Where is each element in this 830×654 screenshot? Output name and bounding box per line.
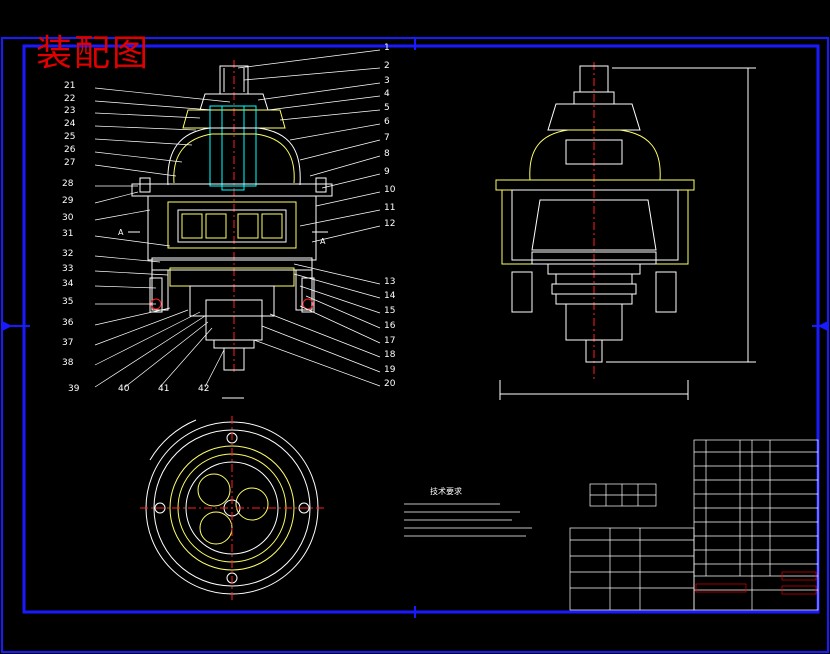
balloon-12: 12 xyxy=(384,219,395,229)
section-label-left: A xyxy=(118,228,124,237)
balloon-21: 21 xyxy=(64,81,75,91)
balloon-18: 18 xyxy=(384,350,396,360)
balloon-29: 29 xyxy=(62,196,74,206)
balloon-24: 24 xyxy=(64,119,76,129)
balloon-7: 7 xyxy=(384,133,390,143)
tech-requirements: 技术要求 xyxy=(404,486,532,537)
balloon-42: 42 xyxy=(198,384,209,394)
balloon-28: 28 xyxy=(62,179,74,189)
balloon-9: 9 xyxy=(384,167,390,177)
balloon-17: 17 xyxy=(384,336,395,346)
balloon-36: 36 xyxy=(62,318,74,328)
balloon-13: 13 xyxy=(384,277,395,287)
balloon-2: 2 xyxy=(384,61,390,71)
balloon-14: 14 xyxy=(384,291,396,301)
section-view xyxy=(128,60,333,399)
balloon-32: 32 xyxy=(62,249,73,259)
balloon-27: 27 xyxy=(64,158,75,168)
balloon-35: 35 xyxy=(62,297,73,307)
balloon-22: 22 xyxy=(64,94,75,104)
small-table xyxy=(589,483,657,507)
balloon-11: 11 xyxy=(384,203,395,213)
balloon-5: 5 xyxy=(384,103,390,113)
balloon-34: 34 xyxy=(62,279,74,289)
balloon-3: 3 xyxy=(384,76,390,86)
balloon-1: 1 xyxy=(384,43,390,53)
balloon-25: 25 xyxy=(64,132,75,142)
balloon-15: 15 xyxy=(384,306,395,316)
balloon-38: 38 xyxy=(62,358,74,368)
leader-lines xyxy=(94,49,381,388)
tech-req-title: 技术要求 xyxy=(430,486,462,496)
balloon-31: 31 xyxy=(62,229,73,239)
balloon-19: 19 xyxy=(384,365,396,375)
plan-view xyxy=(140,416,324,600)
balloon-33: 33 xyxy=(62,264,73,274)
balloon-6: 6 xyxy=(384,117,390,127)
exterior-view xyxy=(495,62,756,400)
outer-frame xyxy=(1,37,829,653)
balloon-8: 8 xyxy=(384,149,390,159)
balloon-20: 20 xyxy=(384,379,396,389)
title-block xyxy=(569,439,819,611)
balloon-37: 37 xyxy=(62,338,73,348)
balloon-4: 4 xyxy=(384,89,390,99)
balloon-23: 23 xyxy=(64,106,75,116)
balloon-30: 30 xyxy=(62,213,74,223)
section-label-right: A xyxy=(320,237,326,246)
drawing-title: 装配图 xyxy=(36,33,151,74)
balloon-39: 39 xyxy=(68,384,80,394)
inner-frame xyxy=(22,44,820,614)
balloon-10: 10 xyxy=(384,185,396,195)
centering-marks xyxy=(1,38,829,618)
balloon-26: 26 xyxy=(64,145,76,155)
balloon-16: 16 xyxy=(384,321,396,331)
balloon-41: 41 xyxy=(158,384,169,394)
balloon-40: 40 xyxy=(118,384,130,394)
